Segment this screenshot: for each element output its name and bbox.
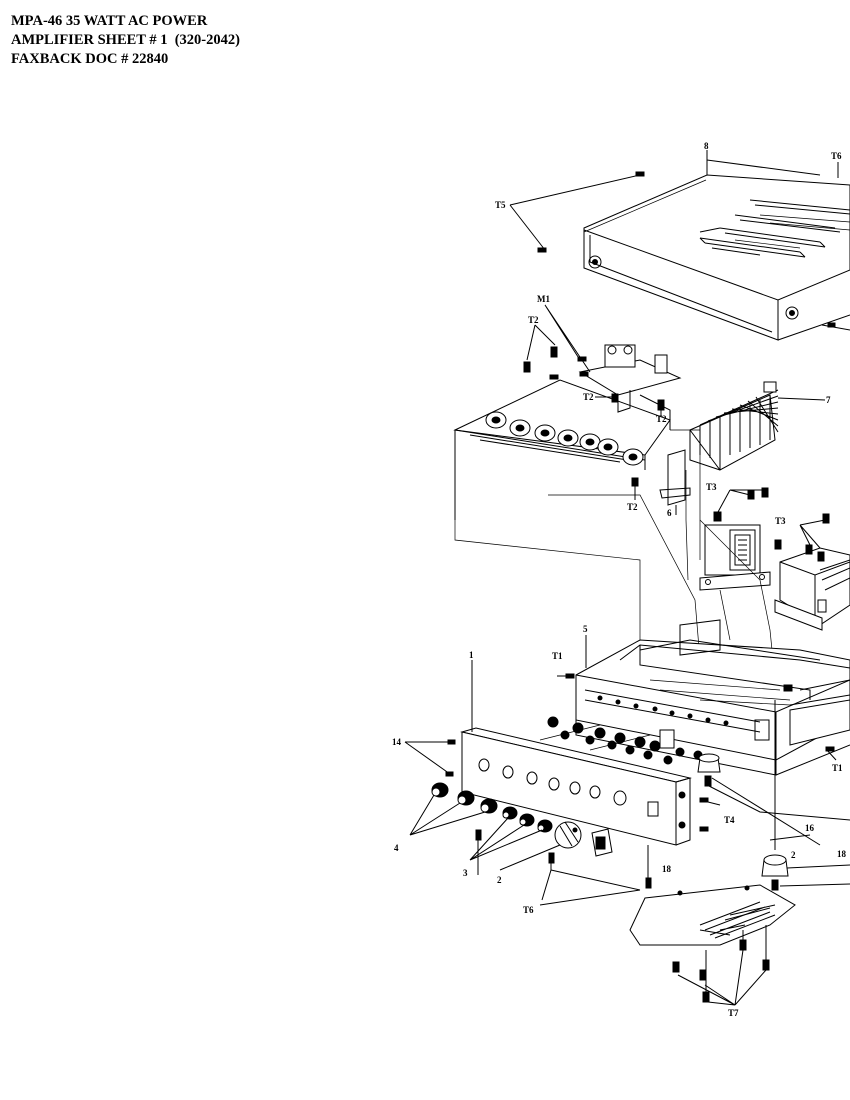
- volume-knob: [554, 821, 582, 849]
- upper-pcb-assembly: [453, 344, 682, 520]
- part-labels: 8 T6 T5 M1 T2 T2 T2 T2 7 6 T3 T3 5 T1 T1…: [392, 141, 847, 1018]
- front-panel: [460, 727, 692, 846]
- panel-holes: [478, 758, 686, 829]
- cover-vent-slots: [699, 199, 850, 258]
- label-6: 6: [667, 508, 672, 518]
- label-4: 4: [394, 843, 399, 853]
- label-T5: T5: [495, 200, 506, 210]
- connector-3b: [519, 813, 535, 827]
- connector-4c: [480, 798, 498, 814]
- connector-3c: [537, 819, 553, 833]
- connector-4a: [431, 782, 449, 798]
- label-18-right: 18: [837, 849, 847, 859]
- label-3: 3: [463, 868, 468, 878]
- front-screws: [404, 673, 837, 832]
- label-T4: T4: [724, 815, 735, 825]
- front-connectors: [431, 782, 613, 857]
- label-5: 5: [583, 624, 588, 634]
- label-18-bottom: 18: [662, 864, 672, 874]
- transformer-left: [699, 487, 782, 591]
- label-7: 7: [826, 395, 831, 405]
- power-switch: [591, 828, 613, 857]
- label-T1-right: T1: [832, 763, 843, 773]
- label-16-right: 16: [805, 823, 815, 833]
- chassis-feet: [697, 700, 850, 891]
- label-T2-bottom: T2: [627, 502, 638, 512]
- label-2-front: 2: [497, 875, 502, 885]
- label-T1-left: T1: [552, 651, 563, 661]
- header-line-3: FAXBACK DOC # 22840: [11, 51, 169, 67]
- label-14: 14: [392, 737, 402, 747]
- label-T3-left: T3: [706, 482, 717, 492]
- connector-3a: [502, 806, 518, 820]
- pcb-jacks: [485, 411, 644, 466]
- label-T6-bottom: T6: [523, 905, 534, 915]
- label-T7: T7: [728, 1008, 739, 1018]
- label-2-foot: 2: [791, 850, 796, 860]
- label-T2-left: T2: [583, 392, 594, 402]
- heatsink: [659, 381, 826, 515]
- cover-screws: [509, 159, 850, 331]
- jack-nuts: [539, 716, 703, 765]
- label-T2-mid: T2: [656, 414, 667, 424]
- label-8: 8: [704, 141, 709, 151]
- label-1: 1: [469, 650, 474, 660]
- top-cover: [583, 150, 850, 341]
- label-M1: M1: [537, 294, 550, 304]
- label-leaders: [409, 635, 811, 871]
- chassis-holes: [597, 695, 729, 726]
- transformer-right: [774, 513, 850, 631]
- connector-4b: [457, 790, 475, 806]
- label-T2-top: T2: [528, 315, 539, 325]
- header-line-1: MPA-46 35 WATT AC POWER: [11, 13, 208, 29]
- chassis: [575, 619, 850, 776]
- upper-screws: [523, 304, 665, 500]
- bottom-plate: [629, 884, 796, 946]
- bottom-screws: [475, 829, 770, 1006]
- header-line-2: AMPLIFIER SHEET # 1 (320-2042): [11, 32, 240, 48]
- document-header: MPA-46 35 WATT AC POWER AMPLIFIER SHEET …: [11, 12, 240, 69]
- label-T3-right: T3: [775, 516, 786, 526]
- label-T6-top: T6: [831, 151, 842, 161]
